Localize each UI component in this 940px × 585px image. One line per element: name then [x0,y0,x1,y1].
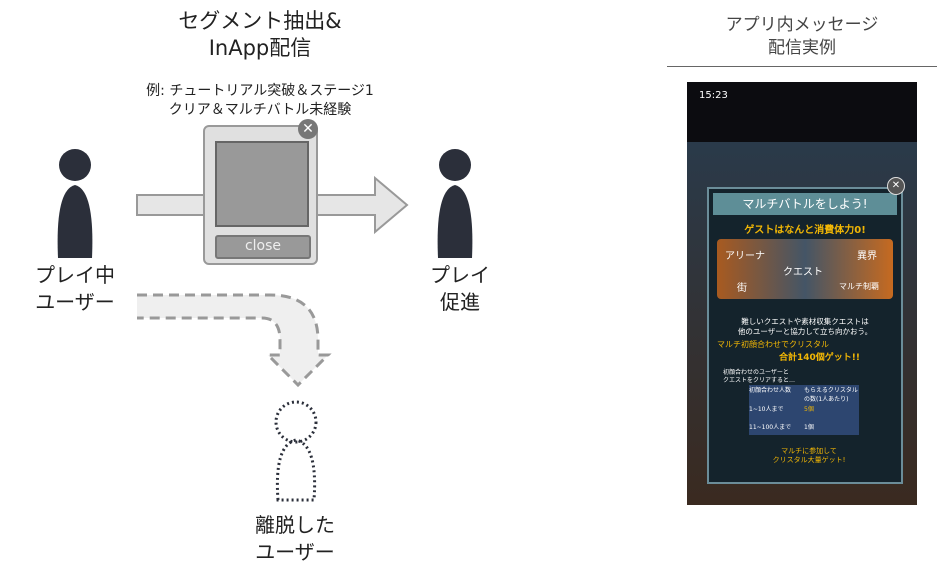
message-description: 難しいクエストや素材収集クエストは 他のユーザーと協力して立ち向かおう。 [737,317,873,336]
promo-line2: 合計140個ゲット!! [779,353,860,363]
in-app-message: マルチバトルをしよう! ゲストはなんと消費体力0! アリーナ クエスト 異界 街… [707,177,905,484]
close-icon[interactable]: ✕ [298,119,318,139]
dashed-arrow-icon [137,293,332,388]
diagram-graphics [57,149,473,502]
label-playing-user: プレイ中 ユーザー [35,263,115,314]
menu-other-world: 異界 [857,251,877,262]
person-icon [57,149,93,258]
crystal-table: 初顔合わせ人数 もらえるクリスタルの数(1人あたり) 1~10人まで 5個 11~1… [749,385,859,435]
popup-close-button[interactable]: close [215,235,311,259]
label-churned-user: 離脱した ユーザー [255,513,335,564]
popup-mockup: close ✕ [203,119,318,265]
table-cell: 1~10人まで [749,405,784,413]
example-title: アプリ内メッセージ 配信実例 [725,15,879,58]
segment-example: 例: チュートリアル突破＆ステージ1 クリア＆マルチバトル未経験 [146,83,374,118]
menu-image: アリーナ クエスト 異界 街 マルチ制覇 [717,239,893,299]
close-icon[interactable]: ✕ [887,177,905,195]
message-footer: マルチに参加して クリスタル大量ゲット! [772,447,846,464]
message-heading: マルチバトルをしよう! [713,193,897,215]
table-intro: 初顔合わせのユーザーと クエストをクリアすると… [723,369,796,384]
person-icon [437,149,473,258]
segment-title: セグメント抽出& InApp配信 [178,9,342,60]
table-header: もらえるクリスタルの数(1人あたり) [804,387,858,403]
message-subheading: ゲストはなんと消費体力0! [744,225,866,236]
divider [667,66,937,67]
label-play-promotion: プレイ 促進 [430,263,490,314]
menu-town: 街 [737,283,747,294]
app-screenshot: 15:23 マルチバトルをしよう! ゲストはなんと消費体力0! アリーナ クエス… [687,82,917,505]
popup-content-area [215,141,309,227]
menu-arena: アリーナ [725,251,765,262]
churned-person-icon [274,400,318,502]
menu-multi: マルチ制覇 [839,282,879,291]
table-cell: 5個 [804,405,814,413]
promo-line1: マルチ初顔合わせでクリスタル [717,340,829,349]
table-cell: 11~100人まで [749,423,792,431]
table-header: 初顔合わせ人数 [749,387,792,394]
table-cell: 1個 [804,423,814,431]
status-time: 15:23 [699,90,728,101]
menu-quest: クエスト [783,267,823,278]
